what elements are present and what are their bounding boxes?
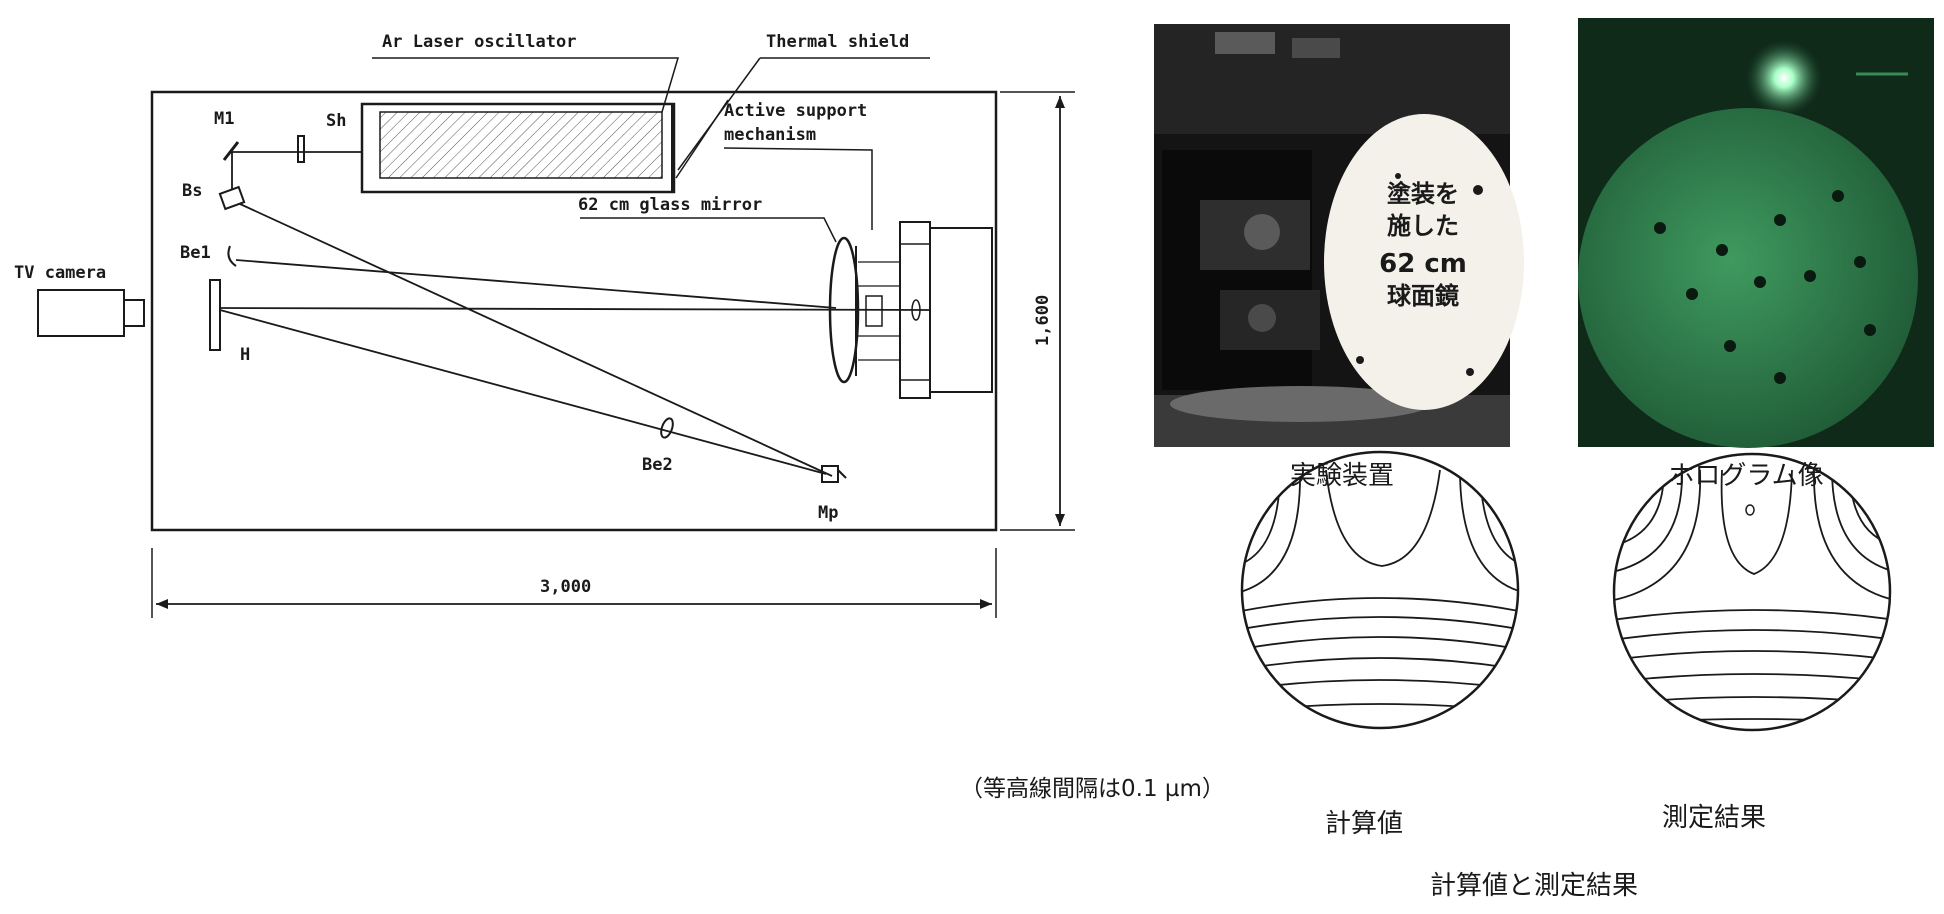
mirror-overlay-line-4: 球面鏡 (1387, 282, 1459, 310)
label-thermal-shield: Thermal shield (766, 32, 909, 52)
dimension-height-label: 1,600 (1033, 295, 1053, 346)
mirror-overlay-line-2: 施した (1387, 212, 1459, 240)
apparatus-caption: 実験装置 (1290, 461, 1394, 491)
contour-calculated (1240, 450, 1520, 730)
hologram-caption: ホログラム像 (1668, 461, 1823, 491)
laser-oscillator (360, 102, 676, 194)
label-tv-camera: TV camera (14, 263, 106, 283)
label-be1: Be1 (180, 243, 211, 263)
beam-expander-1 (227, 245, 237, 267)
beam-splitter (218, 185, 246, 211)
label-mp: Mp (818, 503, 838, 523)
label-h: H (240, 345, 250, 365)
hologram-disc (1578, 108, 1918, 448)
figure-caption: 計算値と測定結果 (1430, 871, 1638, 901)
active-support-mechanism (899, 221, 993, 399)
measured-caption: 測定結果 (1662, 803, 1766, 833)
mirror-m1 (222, 141, 240, 161)
label-be2: Be2 (642, 455, 673, 475)
label-glass-mirror: 62 cm glass mirror (578, 195, 762, 215)
calculated-caption: 計算値 (1325, 809, 1403, 839)
dimension-width: 3,000 (151, 548, 997, 618)
apparatus-photo: 塗装を 施した 62 cm 球面鏡 (1154, 24, 1524, 447)
mirror-overlay-line-1: 塗装を (1387, 180, 1459, 208)
dimension-width-label: 3,000 (540, 577, 591, 597)
tv-camera (37, 289, 145, 337)
optical-table (150, 90, 998, 532)
beam-expander-2 (660, 417, 674, 439)
mirror-mp (821, 465, 847, 483)
label-mechanism: mechanism (724, 125, 816, 145)
contour-measured (1612, 452, 1892, 732)
label-active-support: Active support (724, 101, 867, 121)
thermal-shield (361, 103, 673, 193)
hologram-photo (1578, 18, 1934, 448)
label-m1: M1 (214, 109, 234, 129)
setup-diagram: Ar Laser oscillator Thermal shield Activ… (14, 32, 1075, 618)
contour-interval-note: （等高線間隔は0.1 µm） (960, 776, 1225, 802)
dimension-height: 1,600 (1000, 91, 1075, 531)
label-sh: Sh (326, 111, 346, 131)
glass-mirror-62cm (828, 236, 860, 384)
shutter (297, 135, 305, 163)
label-ar-laser: Ar Laser oscillator (382, 32, 576, 52)
hologram-plate (209, 279, 221, 351)
mirror-overlay-line-3: 62 cm (1379, 249, 1467, 279)
label-bs: Bs (182, 181, 202, 201)
